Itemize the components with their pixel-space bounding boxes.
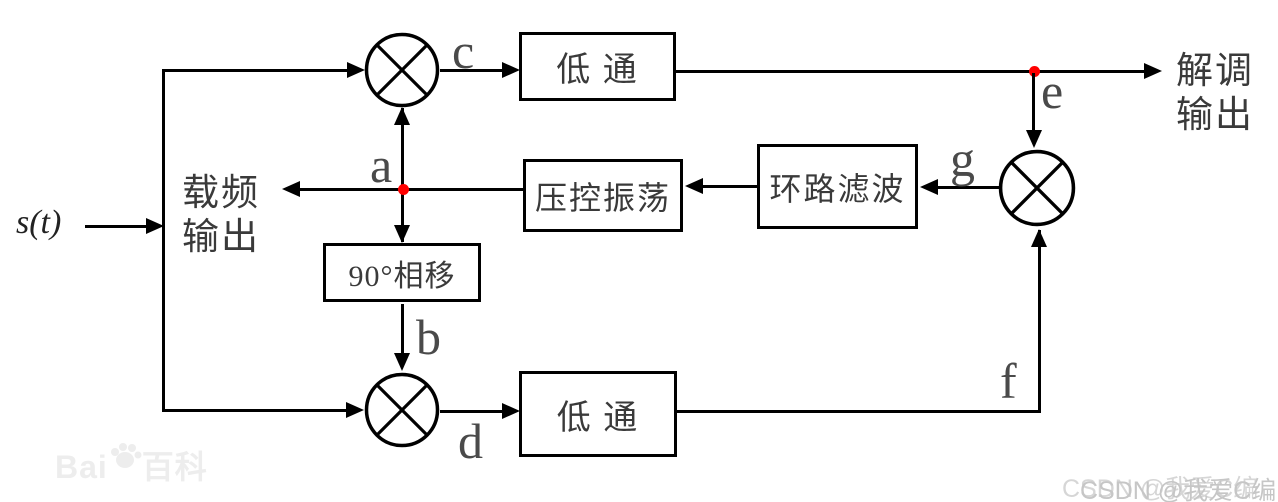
wire-demod-output <box>675 70 1146 73</box>
wire-g <box>936 186 999 189</box>
demod-output-label: 解调 输出 <box>1176 51 1254 136</box>
wire-a <box>401 108 404 242</box>
node-label-a: a <box>370 137 393 193</box>
junction-dot-a <box>398 184 409 195</box>
block-lowpass-bottom: 低 通 <box>519 371 677 457</box>
wire-b <box>401 304 404 356</box>
arrowhead-input-icon <box>146 218 164 234</box>
arrowhead-vco-icon <box>685 178 703 194</box>
carrier-output-label: 载频 输出 <box>182 173 260 258</box>
arrowhead-top-in-icon <box>347 62 365 78</box>
wire-f-vertical <box>1038 230 1041 412</box>
node-label-d: d <box>458 413 483 469</box>
node-label-b: b <box>416 309 441 365</box>
baidu-watermark: Bai 百科 <box>55 442 208 488</box>
arrowhead-loop-filter-icon <box>920 179 938 195</box>
arrowhead-carrier-output-icon <box>282 181 300 197</box>
csdn-watermark-shadow: CSDN @我爱C编程 <box>1062 475 1259 502</box>
block-loop-filter: 环路滤波 <box>757 144 918 229</box>
wire-input <box>85 225 146 228</box>
csdn-watermark: CSDN @我爱C编程 <box>1080 477 1277 502</box>
wire-input-bus <box>162 69 165 412</box>
wire-c <box>440 69 504 72</box>
node-label-c: c <box>452 23 475 79</box>
wire-vco-output <box>298 188 524 191</box>
arrowhead-phase-shift-icon <box>394 225 410 243</box>
input-signal-label: s(t) <box>16 204 62 241</box>
arrowhead-lowpass-bottom-icon <box>502 403 520 419</box>
node-label-e: e <box>1041 63 1064 119</box>
wire-d <box>440 410 504 413</box>
wire-filter-to-vco <box>701 185 758 188</box>
arrowhead-lowpass-top-icon <box>502 62 520 78</box>
wire-top-branch <box>163 69 349 72</box>
arrowhead-f-icon <box>1031 229 1047 247</box>
node-label-f: f <box>1000 353 1017 409</box>
block-lowpass-top: 低 通 <box>519 32 676 101</box>
wire-f-horizontal <box>676 410 1041 413</box>
block-phase-shift: 90°相移 <box>323 243 481 302</box>
arrowhead-multiplier-top-icon <box>394 107 410 125</box>
multiplier-bottom-icon <box>364 372 440 448</box>
multiplier-top-icon <box>364 32 440 108</box>
block-vco: 压控振荡 <box>523 159 683 232</box>
arrowhead-multiplier-bottom-icon <box>394 353 410 371</box>
wire-e <box>1032 73 1035 133</box>
arrowhead-e-icon <box>1026 130 1042 148</box>
node-label-g: g <box>950 131 975 187</box>
wire-bottom-branch <box>163 409 348 412</box>
arrowhead-bottom-in-icon <box>346 402 364 418</box>
multiplier-right-icon <box>998 149 1076 227</box>
baidu-paw-icon <box>108 440 142 478</box>
arrowhead-demod-output-icon <box>1144 63 1162 79</box>
junction-dot-e <box>1029 66 1040 77</box>
